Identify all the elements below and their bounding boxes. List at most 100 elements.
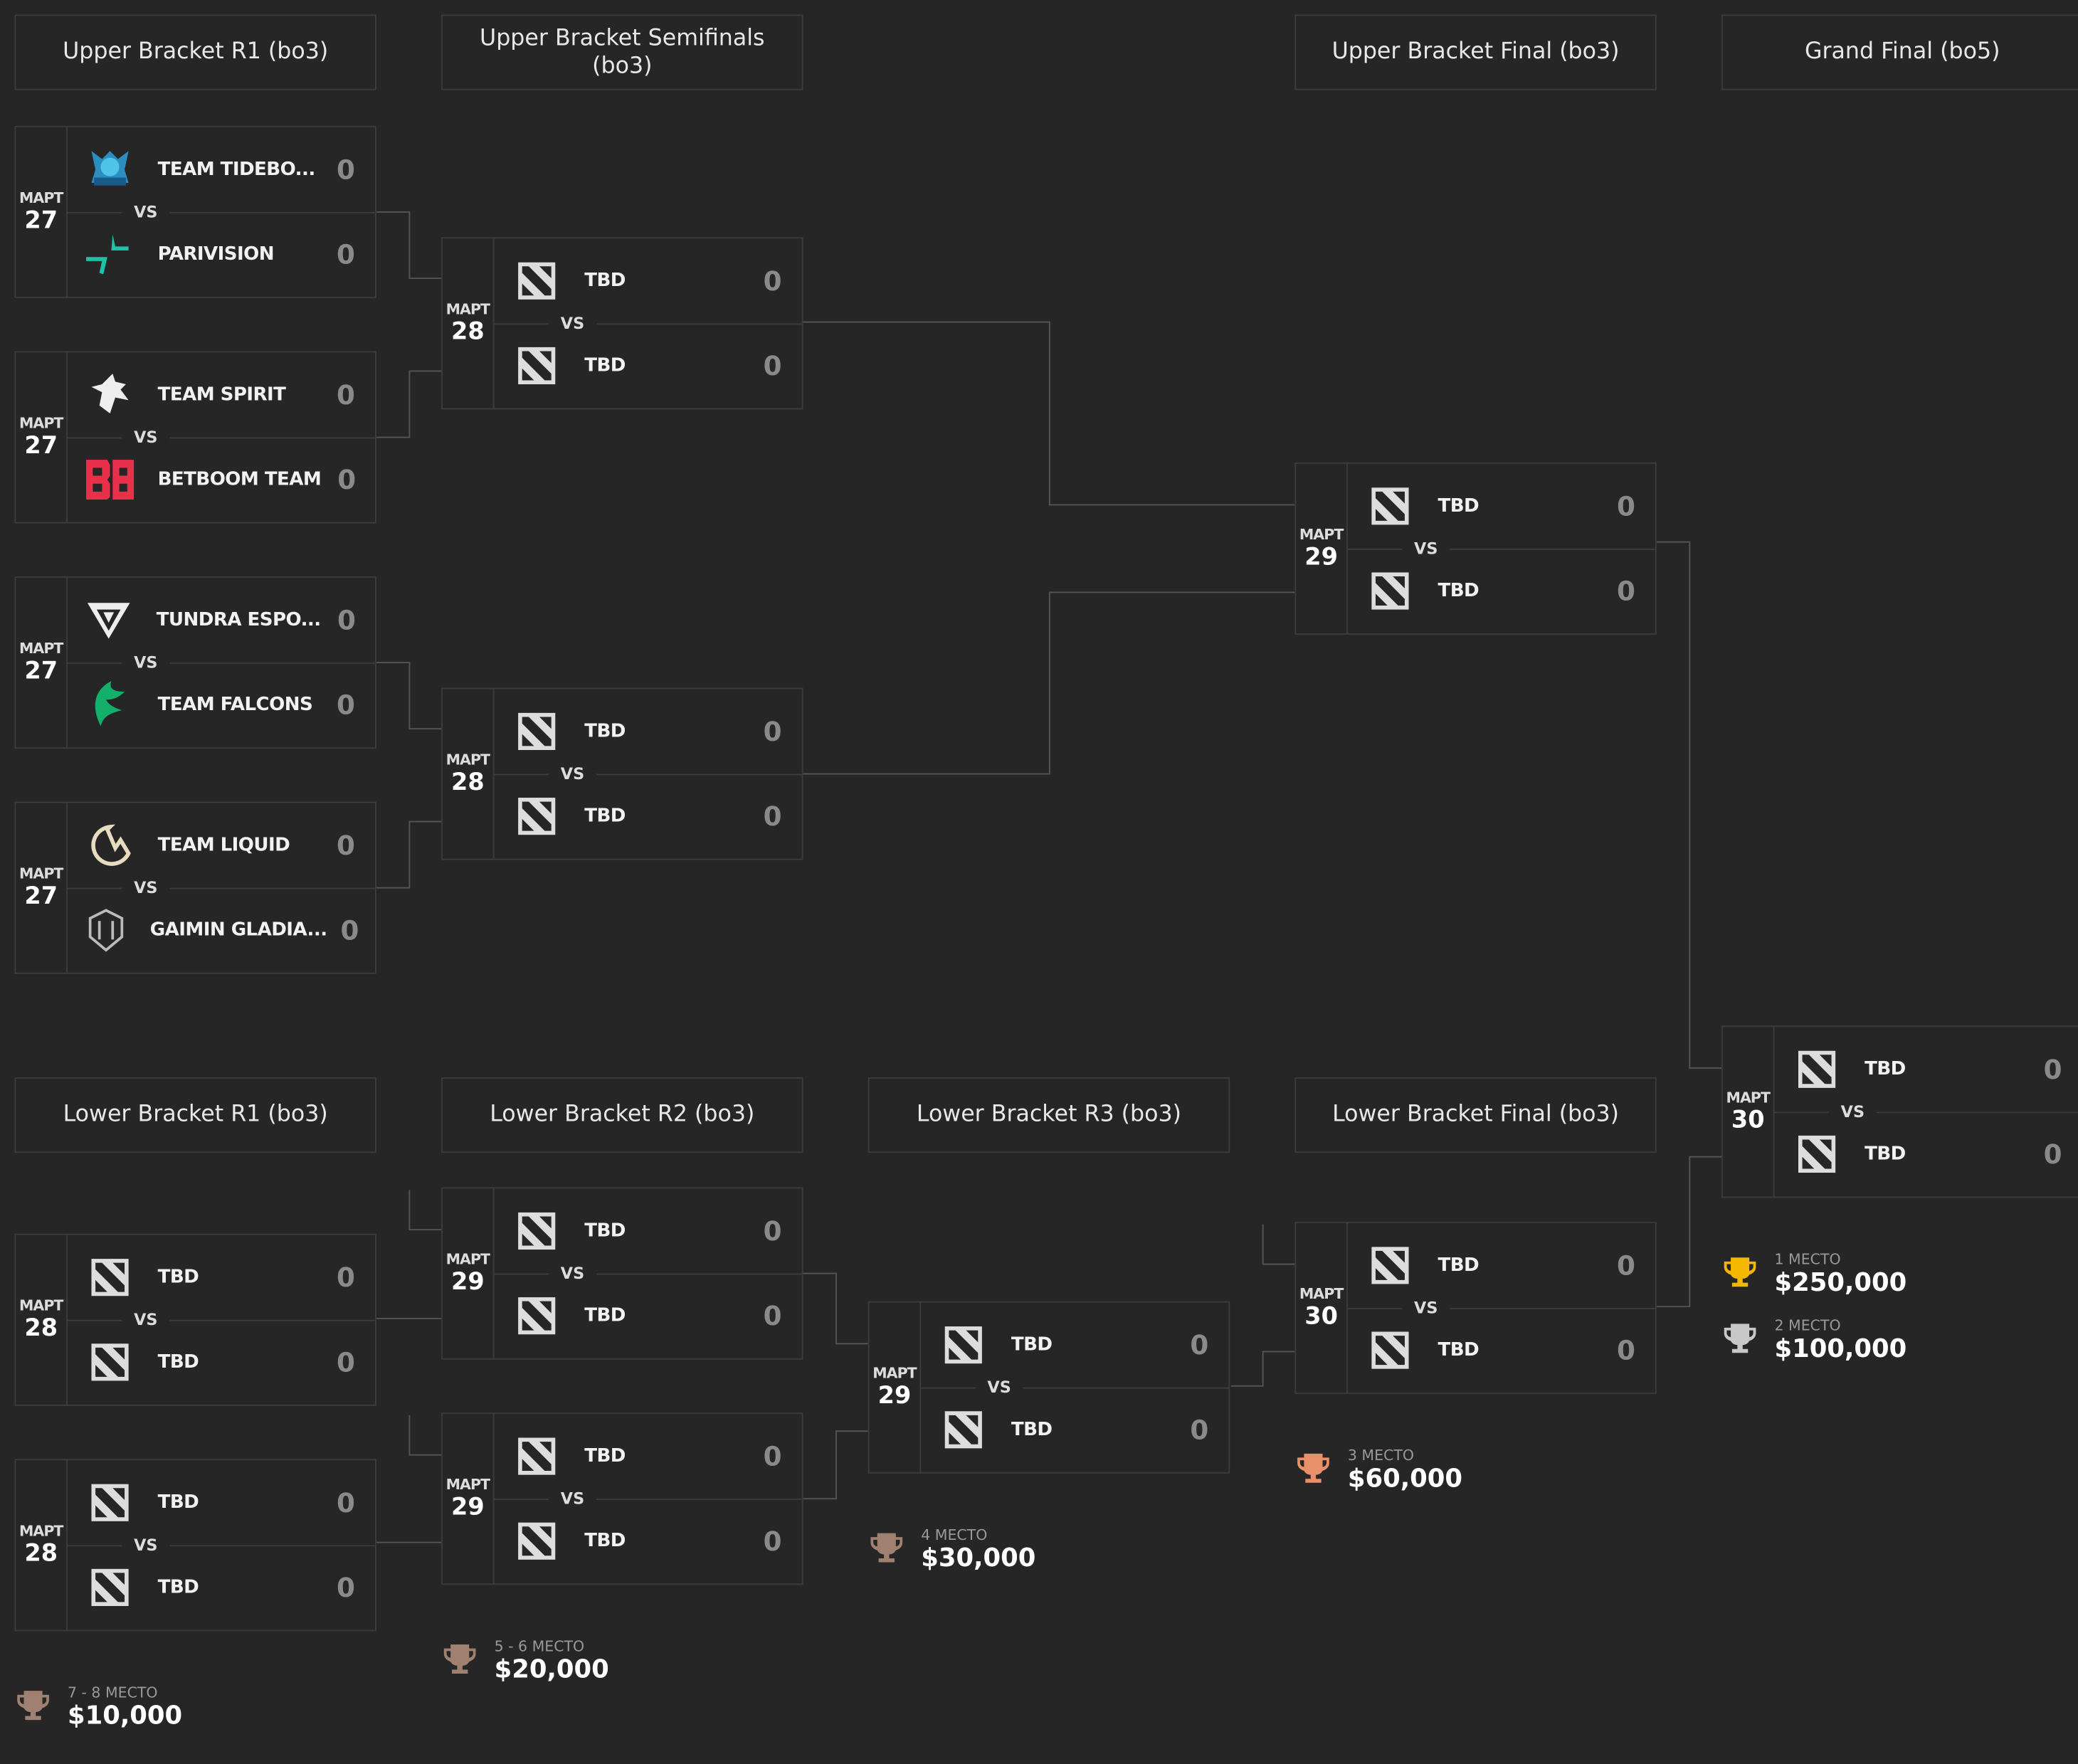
- team-score: 0: [337, 604, 356, 636]
- tbd-placeholder-icon: [510, 790, 563, 843]
- team-score: 0: [337, 1571, 355, 1604]
- team-name: TBD: [584, 355, 626, 376]
- team-name: TBD: [1438, 1339, 1480, 1361]
- prize-place: 4 МЕСТО: [921, 1526, 988, 1544]
- team-score: 0: [1190, 1329, 1209, 1361]
- team-name: TBD: [157, 1267, 199, 1289]
- match-month: МАРТ: [1299, 526, 1344, 544]
- team-score: 0: [337, 1346, 355, 1378]
- team-row[interactable]: GAIMIN GLADIA...0: [68, 888, 375, 973]
- match-day: 27: [24, 432, 58, 460]
- parivision-logo-icon: [83, 228, 136, 280]
- vs-label: VS: [548, 1261, 596, 1286]
- vs-label: VS: [548, 1486, 596, 1511]
- team-score: 0: [1190, 1413, 1209, 1446]
- team-name: TBD: [584, 806, 626, 828]
- team-score: 0: [763, 265, 782, 297]
- vs-label: VS: [1402, 1296, 1450, 1320]
- team-row[interactable]: TBD 0: [68, 1545, 375, 1630]
- prize-entry: 2 МЕСТО$100,000: [1721, 1318, 1906, 1363]
- tbd-placeholder-icon: [937, 1403, 990, 1456]
- team-name: TBD: [157, 1577, 199, 1598]
- team-row[interactable]: TEAM TIDEBO...0: [67, 127, 376, 213]
- tbd-placeholder-icon: [510, 1289, 563, 1342]
- match-day: 27: [24, 206, 58, 235]
- team-row[interactable]: TUNDRA ESPO...0: [67, 578, 376, 664]
- team-row[interactable]: TBD 0: [921, 1388, 1228, 1472]
- liquid-logo-icon: [83, 819, 136, 872]
- tbd-placeholder-icon: [83, 1251, 136, 1304]
- vs-label: VS: [548, 311, 596, 336]
- header-lower-r3: Lower Bracket R3 (bo3): [867, 1077, 1230, 1153]
- tbd-placeholder-icon: [510, 1430, 563, 1482]
- match-month: МАРТ: [19, 1522, 63, 1540]
- vs-label: VS: [1828, 1099, 1877, 1124]
- falcons-logo-icon: [83, 678, 136, 731]
- team-score: 0: [2043, 1053, 2062, 1086]
- team-score: 0: [337, 463, 357, 496]
- trophy-icon: [1721, 1320, 1758, 1363]
- tbd-placeholder-icon: [83, 1476, 136, 1528]
- match-day: 30: [1731, 1106, 1765, 1135]
- vs-label: VS: [122, 1307, 170, 1332]
- tbd-placeholder-icon: [510, 1205, 563, 1257]
- team-score: 0: [1616, 575, 1635, 607]
- match-month: МАРТ: [19, 1297, 63, 1315]
- team-name: TBD: [157, 1491, 199, 1514]
- prize-entry: 5 - 6 МЕСТО$20,000: [441, 1639, 609, 1684]
- match-day: 27: [24, 657, 58, 685]
- prize-place: 7 - 8 МЕСТО: [67, 1684, 158, 1702]
- team-name: TBD: [1011, 1419, 1053, 1441]
- team-score: 0: [2043, 1138, 2062, 1171]
- team-score: 0: [337, 689, 355, 722]
- match-month: МАРТ: [445, 1476, 490, 1494]
- match-month: МАРТ: [19, 414, 63, 433]
- header-lower-r1: Lower Bracket R1 (bo3): [14, 1077, 376, 1153]
- vs-label: VS: [122, 1533, 170, 1558]
